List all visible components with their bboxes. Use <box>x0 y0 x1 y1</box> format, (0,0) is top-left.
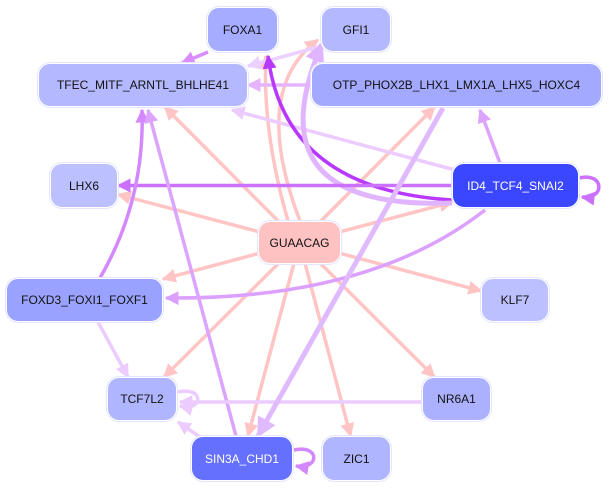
edge-guaacag-to-tcf7l2 <box>162 262 280 379</box>
node-id4[interactable]: ID4_TCF4_SNAI2 <box>452 163 579 208</box>
node-label: LHX6 <box>68 178 100 193</box>
node-label: TFEC_MITF_ARNTL_BHLHE41 <box>56 78 230 92</box>
node-tfec[interactable]: TFEC_MITF_ARNTL_BHLHE41 <box>38 63 248 107</box>
node-label: TCF7L2 <box>120 392 164 406</box>
edge-guaacag-to-tfec <box>163 105 280 223</box>
node-label: FOXA1 <box>222 22 263 37</box>
node-label: FOXD3_FOXI1_FOXF1 <box>21 293 148 307</box>
edge-guaacag-to-nr6a1 <box>319 262 436 379</box>
edge-guaacag-to-foxa1 <box>258 54 290 222</box>
edge-guaacag-to-otp <box>319 105 436 223</box>
edge-guaacag-to-foxd3 <box>161 251 259 283</box>
node-otp[interactable]: OTP_PHOX2B_LHX1_LMX1A_LHX5_HOXC4 <box>311 63 602 107</box>
edge-sin3a-to-sin3a <box>293 447 316 475</box>
edge-tcf7l2-to-tcf7l2 <box>177 389 200 416</box>
edge-guaacag-to-sin3a <box>244 263 296 438</box>
node-label: GFI1 <box>342 22 370 37</box>
edge-guaacag-to-lhx6 <box>116 190 259 234</box>
node-label: SIN3A_CHD1 <box>204 451 280 466</box>
node-tcf7l2[interactable]: TCF7L2 <box>107 377 177 421</box>
edge-guaacag-to-klf7 <box>340 251 483 295</box>
edge-id4-to-tfec <box>230 106 456 172</box>
edge-otp-to-sin3a <box>255 106 446 438</box>
edge-id4-to-otp <box>477 108 502 164</box>
edge-foxd3-to-tcf7l2 <box>96 321 130 379</box>
node-guaacag[interactable]: GUAACAG <box>258 221 341 264</box>
node-label: ZIC1 <box>343 451 370 466</box>
node-lhx6[interactable]: LHX6 <box>50 163 118 208</box>
edge-id4-to-gfi1 <box>300 42 453 206</box>
node-foxa1[interactable]: FOXA1 <box>207 7 278 52</box>
node-gfi1[interactable]: GFI1 <box>321 7 391 52</box>
node-zic1[interactable]: ZIC1 <box>322 436 391 481</box>
edge-sin3a-to-tcf7l2 <box>176 420 201 439</box>
edge-id4-to-foxa1 <box>262 54 453 202</box>
node-label: NR6A1 <box>437 392 476 406</box>
edge-id4-to-id4 <box>578 175 601 206</box>
node-sin3a[interactable]: SIN3A_CHD1 <box>191 436 293 481</box>
node-label: GUAACAG <box>269 235 330 250</box>
node-label: ID4_TCF4_SNAI2 <box>467 178 564 193</box>
node-klf7[interactable]: KLF7 <box>481 278 549 322</box>
node-foxd3[interactable]: FOXD3_FOXI1_FOXF1 <box>6 278 163 322</box>
edge-guaacag-to-gfi1 <box>277 38 320 222</box>
edge-foxd3-to-tfec <box>98 108 150 279</box>
node-nr6a1[interactable]: NR6A1 <box>422 377 491 421</box>
edge-guaacag-to-zic1 <box>303 263 355 438</box>
edge-guaacag-to-id4 <box>340 198 454 234</box>
node-label: OTP_PHOX2B_LHX1_LMX1A_LHX5_HOXC4 <box>332 78 581 92</box>
edge-sin3a-to-tfec <box>144 108 238 437</box>
edge-foxa1-to-tfec <box>180 50 209 65</box>
node-label: KLF7 <box>500 293 530 307</box>
